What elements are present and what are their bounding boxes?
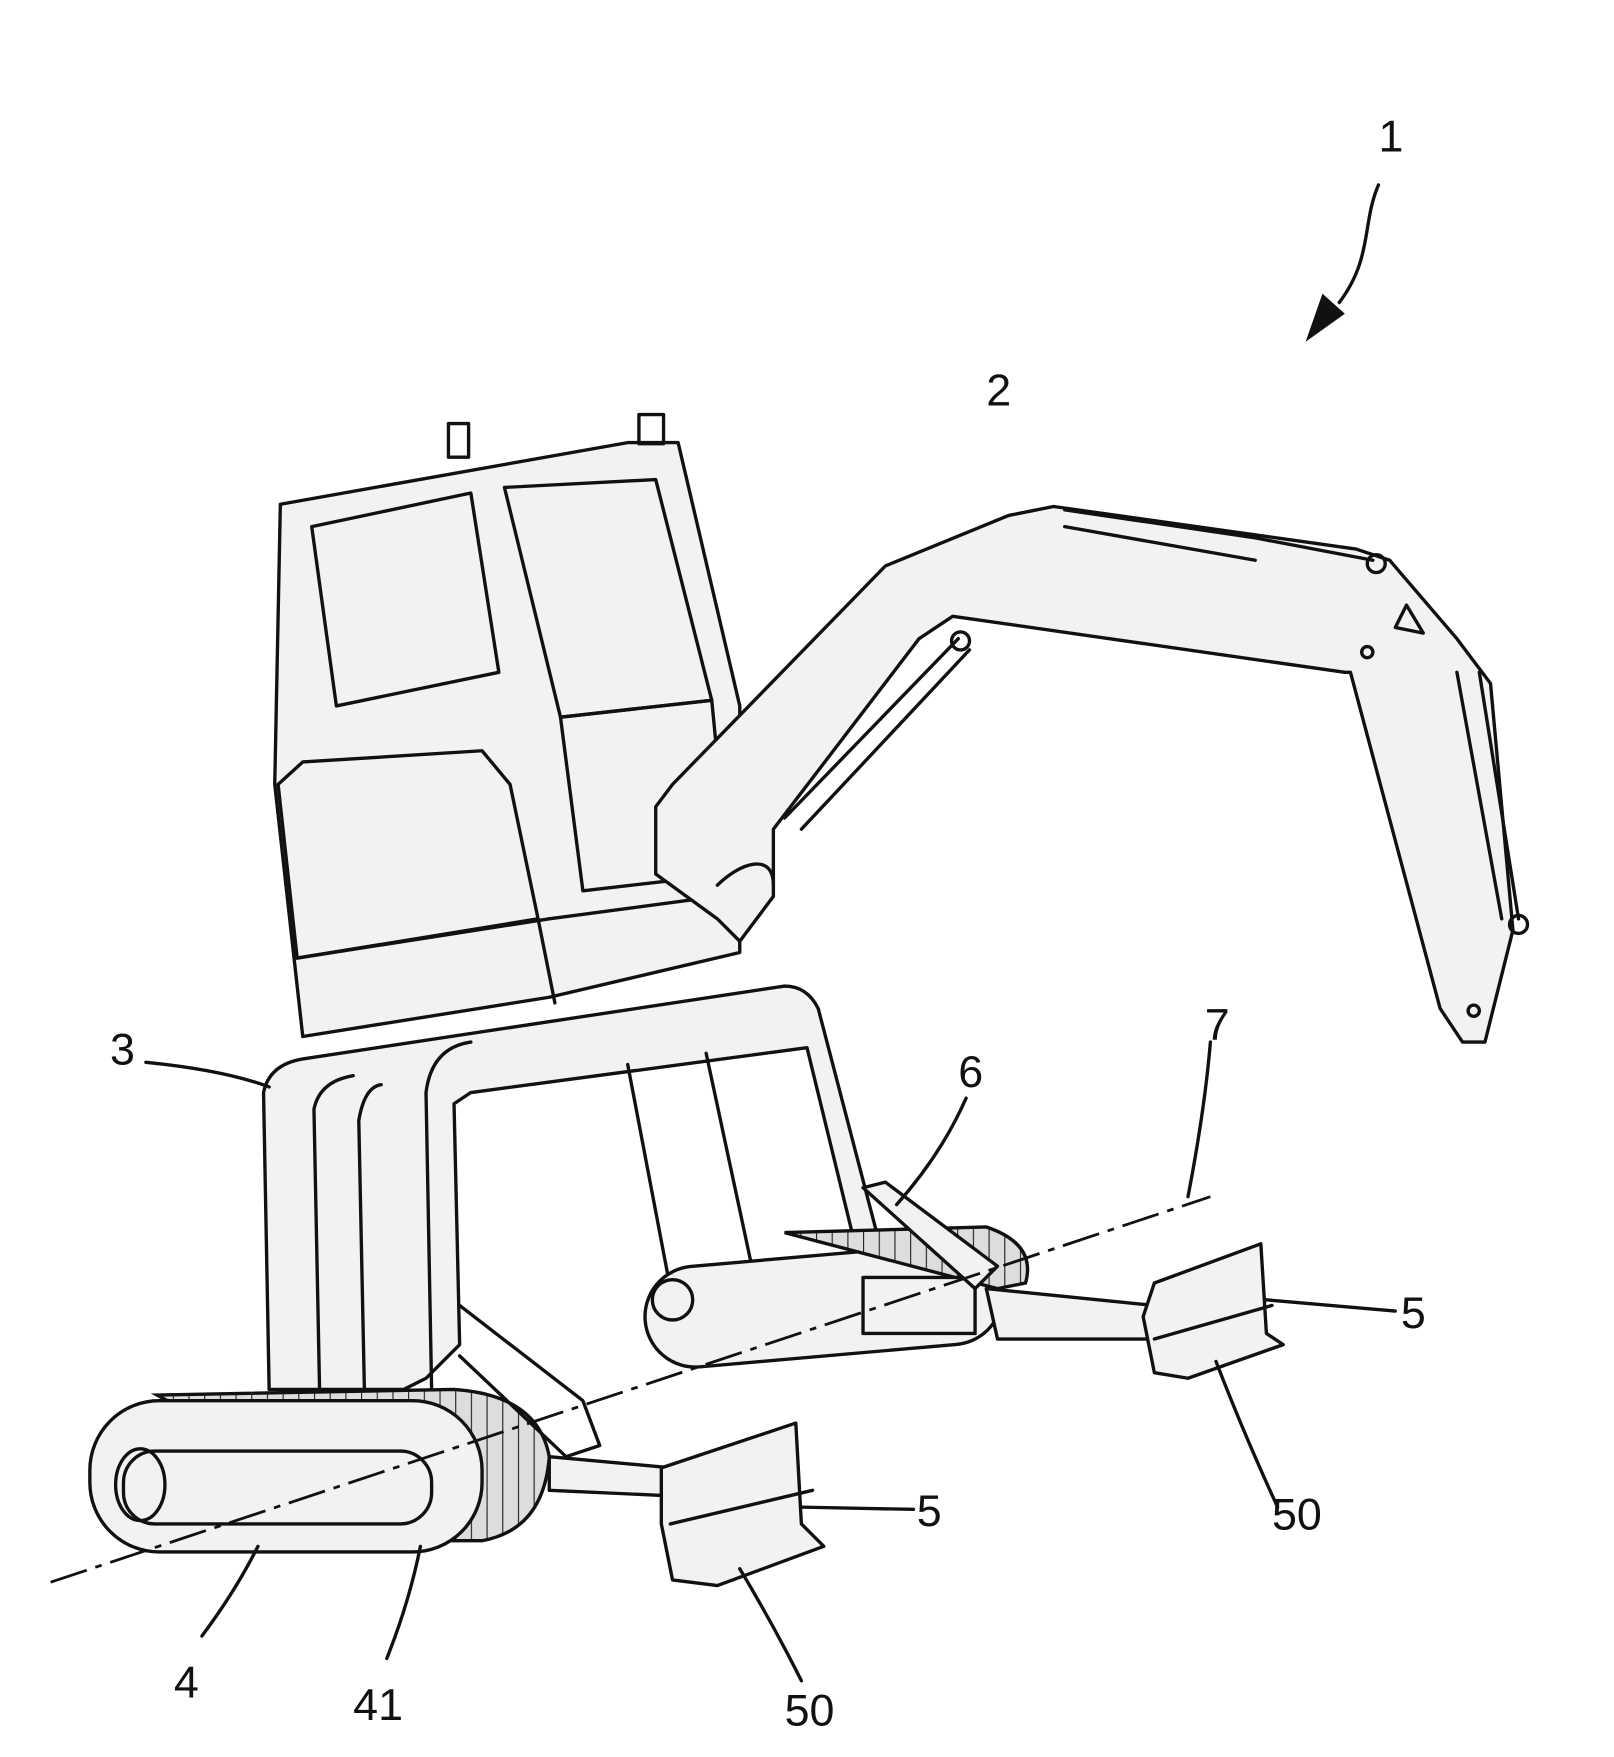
- axis-line: [50, 1195, 1211, 1584]
- label-boom: 2: [986, 366, 1011, 416]
- label-blade-right: 5: [1401, 1288, 1426, 1338]
- cab: [273, 412, 742, 1039]
- label-blade-left: 5: [917, 1486, 942, 1536]
- reference-arrow-icon: [1305, 183, 1381, 342]
- label-frame: 3: [110, 1025, 135, 1075]
- label-crawler: 4: [174, 1658, 199, 1708]
- label-machine: 1: [1378, 111, 1403, 161]
- label-axis: 7: [1205, 1000, 1230, 1050]
- front-crawler: [88, 1303, 826, 1588]
- leader-lines: [144, 1040, 1397, 1683]
- rear-crawler: [643, 1180, 1285, 1380]
- label-blade-edge-right: 50: [1272, 1490, 1322, 1540]
- label-blade-edge-left: 50: [785, 1686, 835, 1736]
- boom-arm: [654, 504, 1530, 1044]
- frame: [261, 984, 888, 1392]
- label-blade-arm: 6: [958, 1047, 983, 1097]
- label-crawler-track: 41: [353, 1680, 403, 1730]
